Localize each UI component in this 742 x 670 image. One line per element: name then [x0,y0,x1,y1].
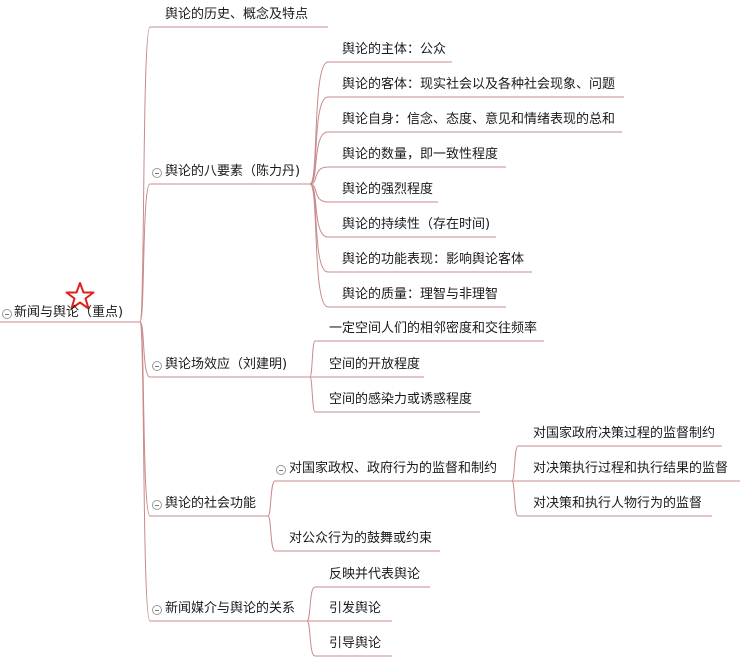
leaf-label: 反映并代表舆论 [329,567,421,582]
branch-node-history[interactable]: 舆论的历史、概念及特点 [165,6,308,24]
branch-node-eight-elements[interactable]: 舆论的八要素（陈力丹) [165,163,300,181]
connector-line [267,480,276,517]
subbranch-collapse-toggle[interactable] [276,465,286,475]
leaf-node[interactable]: 对国家政府决策过程的监督制约 [533,425,715,443]
branch-collapse-toggle[interactable] [152,361,162,371]
leaf-node[interactable]: 引导舆论 [329,635,381,653]
leaf-node[interactable]: 空间的感染力或诱惑程度 [329,391,472,409]
connector-line [309,340,316,378]
branch-label: 舆论的社会功能 [165,496,257,511]
leaf-node[interactable]: 舆论自身：信念、态度、意见和情绪表现的总和 [342,111,615,129]
subbranch-node-supervision[interactable]: 对国家政权、政府行为的监督和制约 [289,460,497,478]
connector-line [306,586,316,622]
branch-collapse-toggle[interactable] [152,500,162,510]
leaf-node[interactable]: 反映并代表舆论 [329,566,420,584]
leaf-label: 舆论的强烈程度 [342,182,434,197]
leaf-node[interactable]: 对决策执行过程和执行结果的监督 [533,460,728,478]
connector-line [309,183,329,308]
branch-node-field-effect[interactable]: 舆论场效应（刘建明) [165,356,287,374]
branch-label: 新闻媒介与舆论的关系 [165,601,296,616]
subbranch-label: 对公众行为的鼓舞或约束 [289,531,433,546]
leaf-label: 舆论的质量：理智与非理智 [342,287,499,302]
branch-label: 舆论的历史、概念及特点 [165,7,309,22]
connector-line [139,183,151,323]
leaf-node[interactable]: 一定空间人们的相邻密度和交往频率 [329,320,537,338]
leaf-label: 舆论的数量，即一致性程度 [342,147,499,162]
leaf-node[interactable]: 舆论的数量，即一致性程度 [342,146,498,164]
connector-line [511,445,519,482]
leaf-label: 空间的感染力或诱惑程度 [329,392,473,407]
connector-line [309,166,329,185]
leaf-label: 引导舆论 [329,636,382,651]
leaf-label: 对国家政府决策过程的监督制约 [533,426,716,441]
connector-line [309,376,316,413]
leaf-node[interactable]: 空间的开放程度 [329,356,420,374]
leaf-label: 一定空间人们的相邻密度和交往频率 [329,321,538,336]
subbranch-node-public-behavior[interactable]: 对公众行为的鼓舞或约束 [289,530,432,548]
leaf-label: 空间的开放程度 [329,357,421,372]
connector-line [267,515,276,552]
branch-collapse-toggle[interactable] [152,605,162,615]
connector-line [139,321,151,622]
subbranch-label: 对国家政权、政府行为的监督和制约 [289,461,498,476]
leaf-node[interactable]: 舆论的功能表现：影响舆论客体 [342,251,524,269]
root-collapse-toggle[interactable] [2,309,12,319]
leaf-node[interactable]: 引发舆论 [329,600,381,618]
connector-line [139,321,151,378]
branch-node-social-function[interactable]: 舆论的社会功能 [165,495,256,513]
connector-line [306,620,316,657]
connector-line [309,131,329,185]
leaf-node[interactable]: 舆论的强烈程度 [342,181,433,199]
branch-node-media-relation[interactable]: 新闻媒介与舆论的关系 [165,600,295,618]
leaf-label: 舆论自身：信念、态度、意见和情绪表现的总和 [342,112,616,127]
branch-label: 舆论场效应（刘建明) [165,357,288,372]
leaf-node[interactable]: 对决策和执行人物行为的监督 [533,495,702,513]
root-node[interactable]: 新闻与舆论（重点) [14,304,123,322]
leaf-label: 对决策和执行人物行为的监督 [533,496,703,511]
connector-line [139,321,151,517]
leaf-label: 舆论的持续性（存在时间) [342,217,491,232]
leaf-label: 舆论的客体：现实社会以及各种社会现象、问题 [342,77,616,92]
leaf-node[interactable]: 舆论的质量：理智与非理智 [342,286,498,304]
leaf-node[interactable]: 舆论的持续性（存在时间) [342,216,490,234]
star-icon [65,282,95,310]
leaf-node[interactable]: 舆论的主体：公众 [342,41,446,59]
root-label: 新闻与舆论（重点) [14,305,124,320]
leaf-label: 引发舆论 [329,601,382,616]
branch-label: 舆论的八要素（陈力丹) [165,164,301,179]
leaf-node[interactable]: 舆论的客体：现实社会以及各种社会现象、问题 [342,76,615,94]
leaf-label: 舆论的主体：公众 [342,42,447,57]
connector-line [309,96,329,185]
leaf-label: 舆论的功能表现：影响舆论客体 [342,252,525,267]
connector-line [511,480,519,517]
connector-line [309,61,329,185]
branch-collapse-toggle[interactable] [152,168,162,178]
leaf-label: 对决策执行过程和执行结果的监督 [533,461,729,476]
connector-line [139,26,151,323]
